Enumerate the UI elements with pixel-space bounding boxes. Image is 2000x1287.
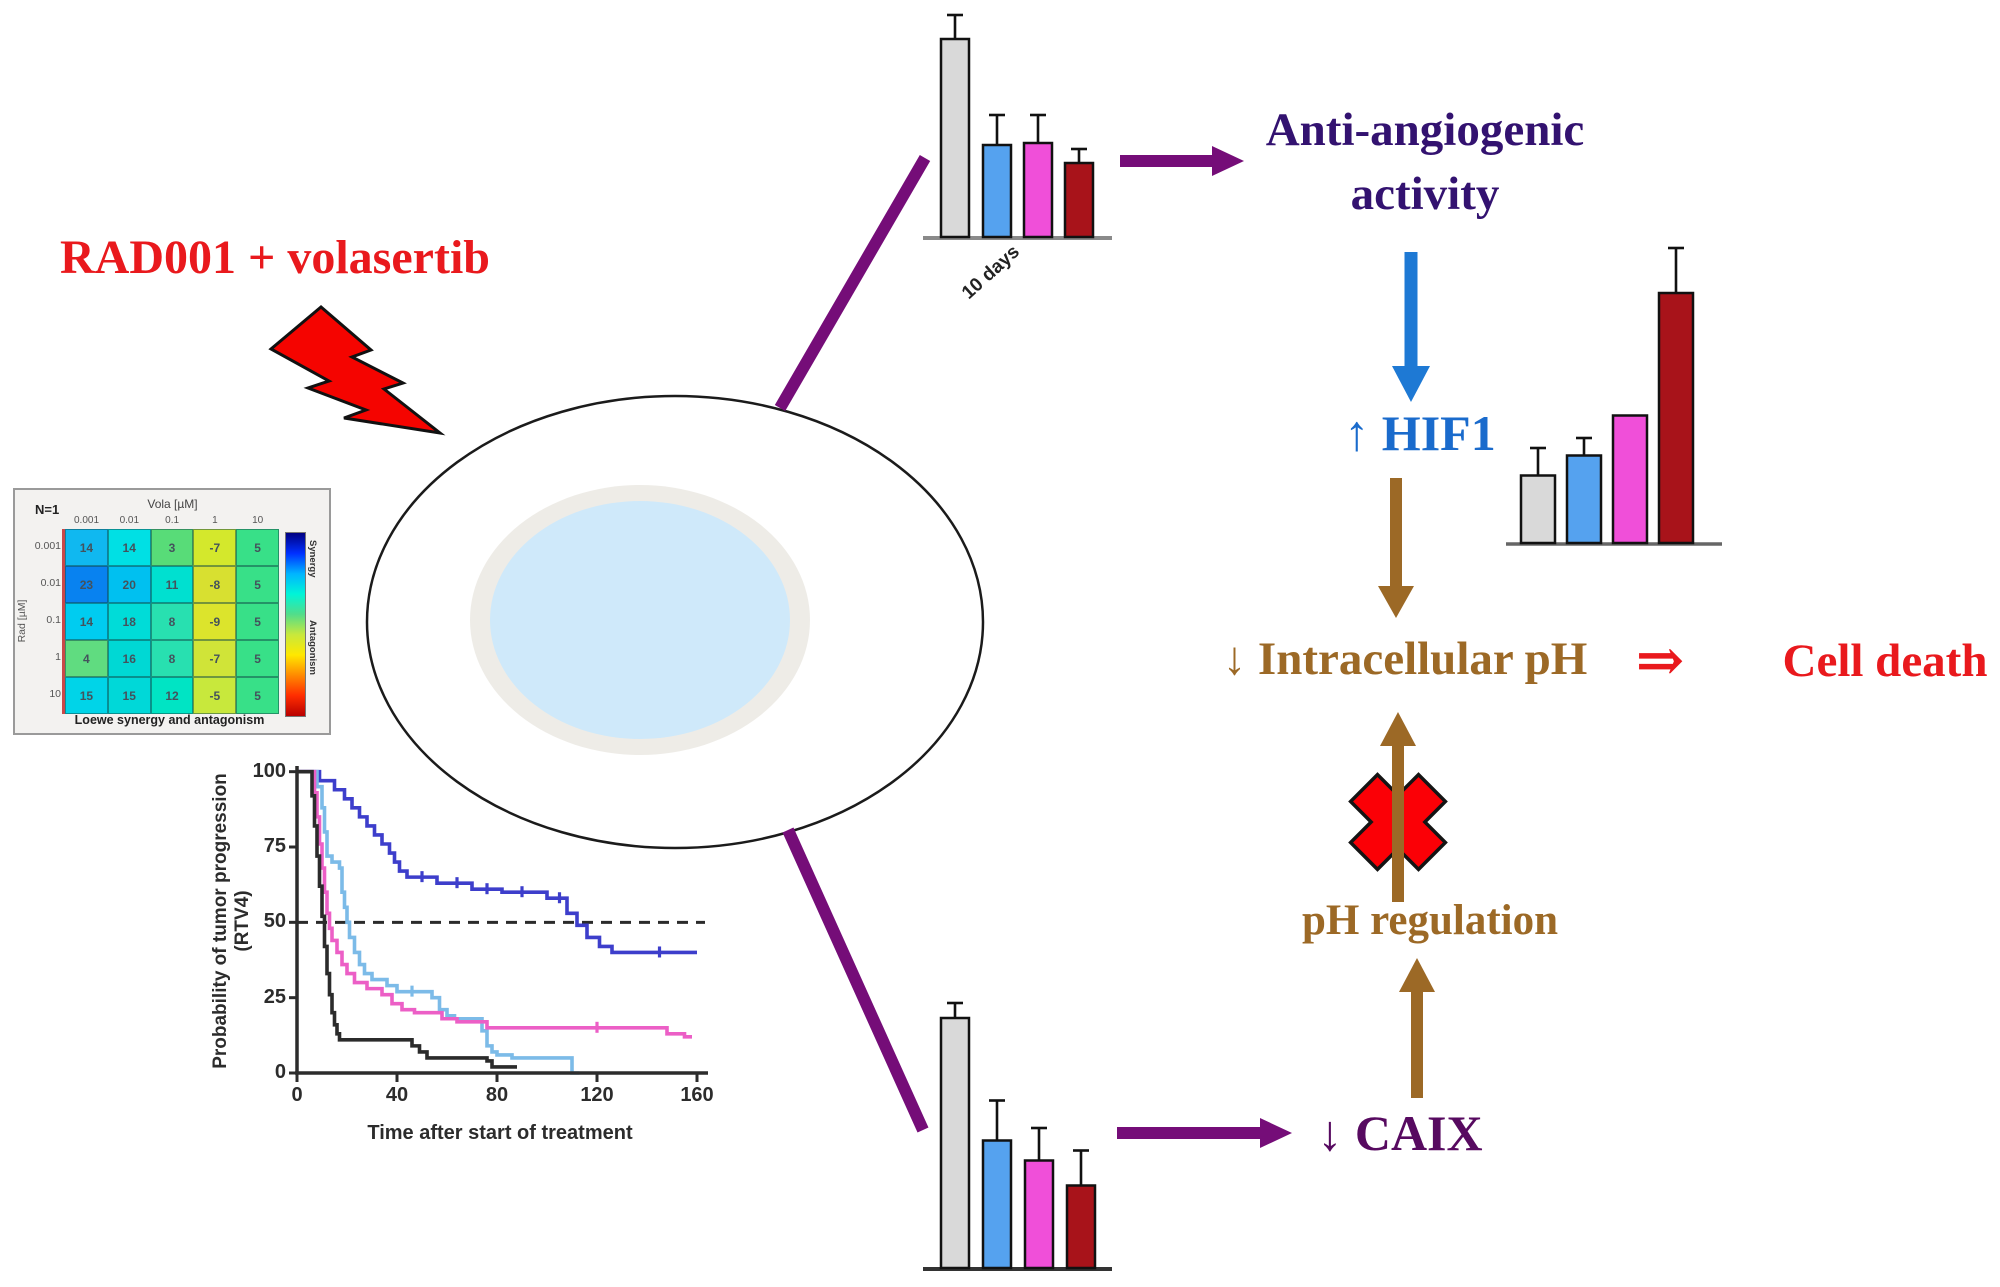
heatmap-col-label: 0.01 [119, 515, 140, 526]
cell-nucleus [490, 501, 790, 739]
arrow-intracellular-ph-head [1378, 586, 1414, 618]
vessel_bar_chart [923, 13, 1112, 240]
hif1_bar_chart-bar-RAD001 [1565, 454, 1603, 545]
vessel_bar_chart-bar-volasertib [1022, 141, 1054, 239]
km-x-tick-label: 0 [291, 1084, 303, 1106]
km-y-tick-label: 0 [274, 1061, 286, 1083]
km-y-tick-label: 75 [263, 835, 286, 857]
caix-label: ↓ CAIX [1317, 1105, 1483, 1161]
caix_bar_chart-bar-control [939, 1016, 971, 1270]
caix_bar_chart-bar-volasertib [1023, 1159, 1055, 1270]
arrow-regulation-up-head [1399, 958, 1435, 992]
km-y-tick-label: 50 [263, 910, 286, 933]
heatmap-cell: 16 [107, 640, 151, 677]
km-curve-black [297, 769, 517, 1069]
treatment-label: RAD001 + volasertib [60, 231, 490, 284]
heatmap-caption: Loewe synergy and antagonism [74, 713, 265, 727]
km-plot-group [289, 766, 708, 1082]
arrow-caix-head [1260, 1118, 1292, 1148]
heatmap-n-label: N=1 [35, 502, 60, 517]
heatmap-cell: 5 [236, 603, 279, 640]
caix_bar_chart-bar-RAD001 [981, 1139, 1013, 1270]
heatmap-cell: 18 [107, 603, 151, 640]
km-x-tick-label: 120 [580, 1084, 614, 1106]
connector-cell-to-bottom-chart [782, 827, 929, 1133]
km-curve-light-blue [297, 769, 580, 1075]
heatmap-col-label: 0.1 [165, 515, 180, 526]
km-x-axis-title: Time after start of treatment [367, 1122, 633, 1144]
heatmap-cell: 5 [236, 640, 279, 677]
km-curve-magenta [297, 769, 692, 1039]
heatmap-row-label: 0.001 [34, 540, 61, 552]
anti-angiogenic-line1: Anti-angiogenic [1265, 104, 1585, 156]
connector-cell-to-top-chart [774, 154, 931, 412]
heatmap-cell: 11 [150, 566, 194, 603]
cell-death-label: Cell death [1782, 635, 1988, 687]
ph-regulation-label: pH regulation [1301, 897, 1559, 944]
hif1_bar_chart [1506, 246, 1722, 546]
heatmap-cell: 14 [65, 603, 108, 640]
vessel_bar_chart-bar-control [939, 37, 971, 239]
heatmap-cell: -7 [193, 640, 237, 677]
heatmap-left-strip [62, 529, 65, 714]
km-x-tick-label: 160 [680, 1084, 714, 1106]
colorbar-antagonism-label: Antagonism [307, 620, 318, 675]
implies-arrow-icon: ⇒ [1635, 628, 1685, 693]
heatmap-cell: 15 [107, 677, 151, 714]
heatmap-cell: 15 [65, 677, 108, 714]
heatmap-cell: -5 [193, 677, 237, 714]
heatmap-col-label: 0.001 [73, 515, 100, 526]
lightning-bolt-icon [268, 305, 446, 436]
km-curve-dark-blue [297, 769, 697, 955]
km-y-tick-label: 25 [263, 985, 286, 1008]
heatmap-x-axis-title: Vola [µM] [147, 497, 198, 511]
anti-angiogenic-label: Anti-angiogenic activity [1230, 98, 1620, 226]
heatmap-row-label: 0.01 [40, 577, 61, 589]
arrow-anti-angiogenic-head [1212, 146, 1244, 176]
km-x-tick-label: 80 [485, 1084, 509, 1106]
intracellular-ph-label: ↓ Intracellular pH [1222, 633, 1588, 685]
hif1-label: ↑ HIF1 [1344, 405, 1496, 461]
km-y-axis-title-line1: Probability of tumor progression [210, 773, 231, 1069]
caix_bar_chart [923, 1001, 1112, 1271]
heatmap-cell: 12 [150, 677, 194, 714]
heatmap-cell: 8 [150, 640, 194, 677]
caix_bar_chart-bar-combination [1065, 1184, 1097, 1270]
heatmap-col-label: 10 [252, 515, 264, 526]
heatmap-cell: 3 [150, 529, 194, 566]
heatmap-colorbar [285, 532, 306, 717]
arrow-hif1-head [1392, 366, 1430, 402]
heatmap-cell: 5 [236, 677, 279, 714]
vessel_bar_chart-bar-combination [1063, 161, 1095, 239]
heatmap-cell: -8 [193, 566, 237, 603]
heatmap-row-label: 0.1 [46, 614, 61, 626]
heatmap-cell: 5 [236, 566, 279, 603]
heatmap-cell: 8 [150, 603, 194, 640]
heatmap-col-label: 1 [212, 515, 218, 526]
heatmap-row-label: 1 [55, 651, 61, 663]
vessel_bar_chart-bar-RAD001 [981, 143, 1013, 239]
arrow-ph-up-head [1380, 712, 1416, 746]
km-x-tick-label: 40 [385, 1084, 409, 1106]
anti-angiogenic-line2: activity [1350, 168, 1500, 220]
heatmap-cell: 5 [236, 529, 279, 566]
heatmap-cell: 14 [107, 529, 151, 566]
hif1_bar_chart-bar-control [1519, 474, 1557, 545]
heatmap-cell: 14 [65, 529, 108, 566]
heatmap-row-label: 10 [49, 688, 61, 700]
km-y-tick-label: 100 [252, 759, 286, 782]
heatmap-cell: -9 [193, 603, 237, 640]
heatmap-cell: -7 [193, 529, 237, 566]
bar-charts-group [923, 13, 1722, 1271]
heatmap-cell: 20 [107, 566, 151, 603]
hif1_bar_chart-bar-volasertib [1611, 414, 1649, 545]
heatmap-cell: 4 [65, 640, 108, 677]
heatmap-cell: 23 [65, 566, 108, 603]
colorbar-synergy-label: Synergy [307, 540, 318, 578]
hif1_bar_chart-bar-combination [1657, 291, 1695, 545]
